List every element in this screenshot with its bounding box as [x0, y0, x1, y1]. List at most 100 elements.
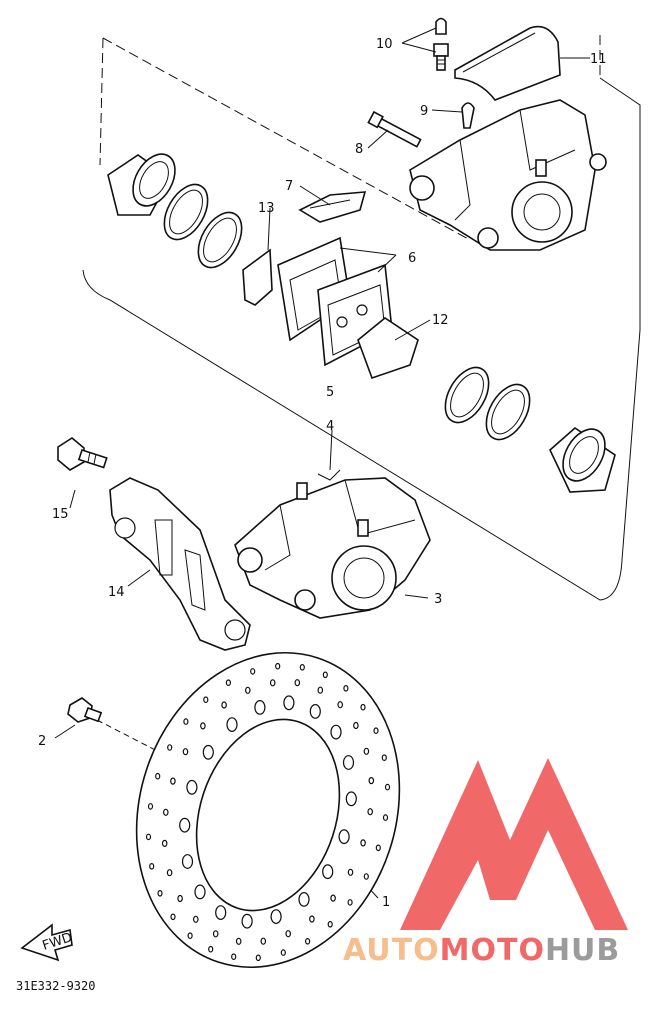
- watermark-text: AUTOMOTOHUB: [343, 933, 620, 968]
- disc-hole: [179, 817, 191, 833]
- callout-12: 12: [432, 313, 449, 328]
- piston-right: [549, 426, 616, 493]
- disc-hole: [155, 772, 161, 780]
- disc-hole: [363, 873, 369, 880]
- disc-hole: [317, 686, 324, 694]
- disc-hole: [254, 700, 266, 715]
- pad-spring: [298, 191, 367, 223]
- disc-hole: [347, 899, 353, 906]
- disc-hole: [309, 704, 321, 719]
- disc-hole: [280, 949, 286, 956]
- caliper-bracket: [109, 477, 251, 651]
- disc-hole: [212, 930, 219, 938]
- mounting-bolt-15: [57, 437, 108, 471]
- forward-direction-arrow: FWD: [20, 923, 74, 962]
- callout-3: 3: [434, 592, 442, 607]
- disc-hole: [181, 854, 194, 869]
- disc-hole: [363, 747, 370, 755]
- assembly-bracket: [82, 35, 641, 601]
- disc-hole: [203, 696, 209, 704]
- disc-hole: [381, 754, 387, 762]
- disc-hole: [241, 913, 253, 929]
- disc-hole: [245, 686, 251, 694]
- brake-disc: [135, 651, 401, 969]
- disc-hole: [235, 937, 242, 945]
- disc-hole: [345, 791, 357, 807]
- brake-pad-b: [317, 263, 393, 367]
- disc-hole: [260, 937, 267, 945]
- disc-hole: [347, 868, 354, 876]
- caliper-assembly-lower: [234, 477, 431, 619]
- pad-cover: [454, 25, 561, 101]
- disc-hole: [360, 703, 366, 711]
- callout-10: 10: [376, 37, 393, 52]
- disc-hole: [225, 679, 231, 687]
- callout-15: 15: [52, 507, 69, 522]
- disc-hole: [298, 892, 310, 907]
- callout-1: 1: [382, 895, 390, 910]
- disc-hole: [275, 662, 281, 670]
- disc-hole: [299, 663, 305, 671]
- diagram-code: 31E332-9320: [16, 979, 95, 993]
- disc-hole: [373, 727, 379, 735]
- disc-hole: [202, 744, 214, 760]
- callout-8: 8: [355, 142, 363, 157]
- callout-13: 13: [258, 201, 275, 216]
- disc-hole: [215, 905, 227, 920]
- disc-hole: [269, 679, 276, 687]
- disc-hole: [226, 717, 238, 732]
- disc-hole: [285, 930, 292, 938]
- disc-hole: [327, 920, 333, 928]
- disc-hole: [309, 915, 315, 923]
- disc-hole: [384, 783, 391, 791]
- callout-7: 7: [285, 179, 293, 194]
- disc-hole: [322, 671, 328, 679]
- disc-hole: [342, 755, 355, 770]
- disc-hole: [208, 945, 214, 953]
- disc-hole: [166, 869, 173, 877]
- disc-hole: [368, 776, 375, 785]
- watermark-moto: MOTO: [440, 933, 545, 968]
- disc-hole: [187, 932, 193, 940]
- caliper-body-upper: [409, 99, 607, 251]
- disc-hole: [157, 889, 163, 897]
- disc-hole: [255, 954, 261, 962]
- disc-hole: [221, 701, 227, 709]
- disc-hole: [183, 718, 189, 725]
- disc-hole: [294, 679, 301, 687]
- disc-hole: [161, 839, 168, 848]
- disc-hole: [338, 829, 350, 845]
- disc-hole: [353, 721, 359, 730]
- callout-9: 9: [420, 104, 428, 119]
- disc-hole: [250, 668, 256, 675]
- disc-hole: [182, 748, 189, 756]
- disc-hole: [200, 722, 206, 730]
- disc-hole: [360, 839, 366, 847]
- seal-rings-right: [444, 366, 531, 441]
- disc-hole: [170, 913, 176, 921]
- disc-bolt: [67, 697, 103, 723]
- disc-hole: [270, 909, 282, 924]
- disc-hole: [194, 884, 206, 900]
- disc-hole: [330, 724, 342, 740]
- callout-11: 11: [590, 52, 607, 67]
- disc-hole: [145, 833, 152, 841]
- disc-hole: [330, 894, 336, 902]
- pad-shim-left: [242, 248, 273, 306]
- bleed-screw: [433, 17, 449, 71]
- disc-hole: [186, 779, 198, 795]
- callout-5: 5: [326, 385, 334, 400]
- seal-rings-left: [163, 183, 243, 269]
- disc-hole: [305, 937, 311, 945]
- callout-2: 2: [38, 734, 46, 749]
- watermark-logo-mark: [400, 758, 628, 930]
- piston-left: [107, 153, 176, 216]
- watermark-hub: HUB: [545, 933, 620, 968]
- disc-hole: [322, 864, 334, 880]
- disc-holes: [145, 662, 391, 962]
- automotohub-watermark: AUTOMOTOHUB: [343, 758, 628, 968]
- disc-hole: [170, 777, 176, 785]
- watermark-auto: AUTO: [343, 933, 440, 968]
- disc-hole: [149, 862, 155, 870]
